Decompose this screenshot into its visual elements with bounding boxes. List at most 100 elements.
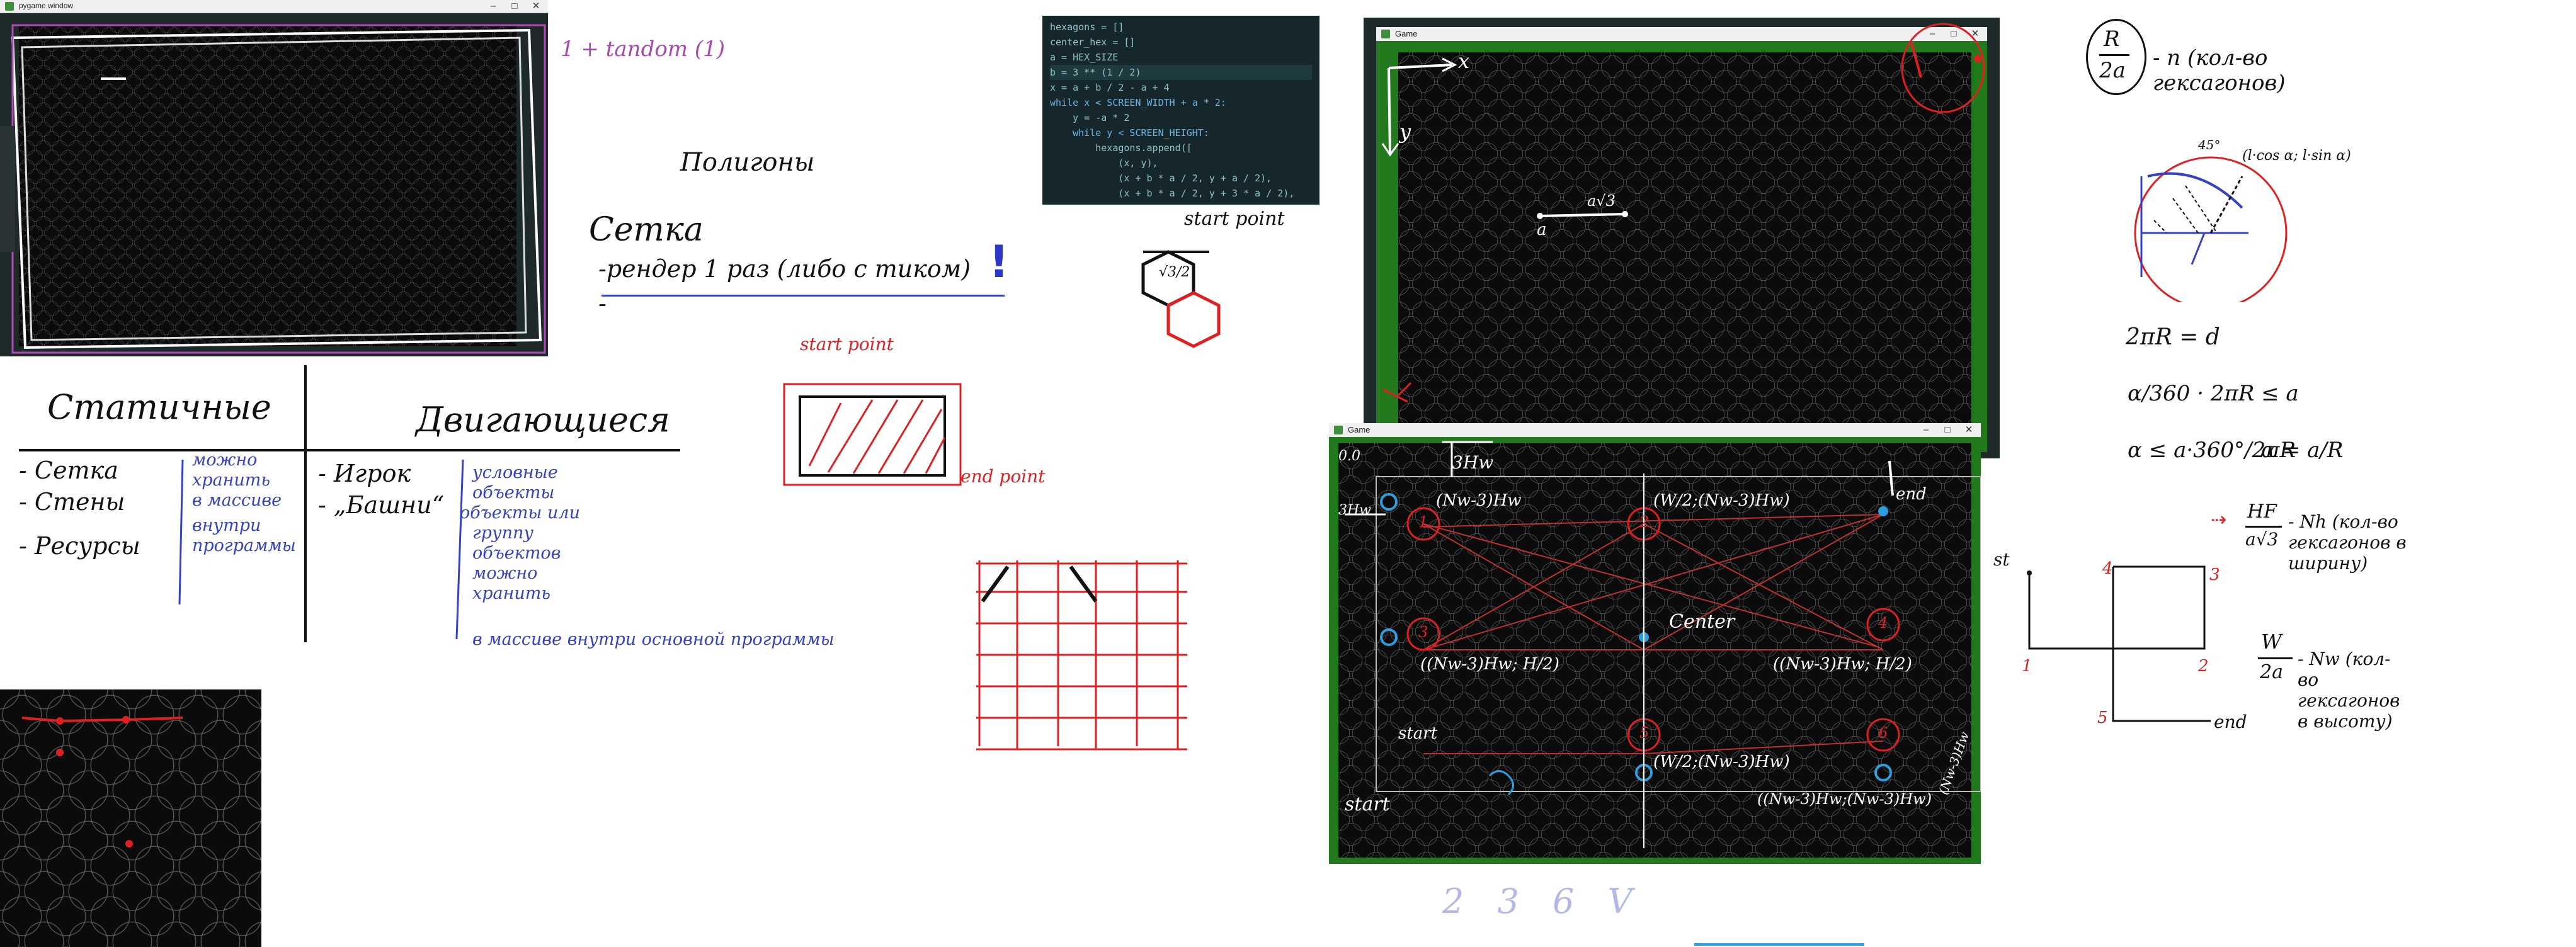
path-num-3: 3 [2209, 565, 2220, 584]
game2-formula-top1: (Nw-3)Hw [1436, 491, 1522, 510]
game2-num-3: 3 [1418, 623, 1428, 641]
minimize-button[interactable]: – [1923, 424, 1929, 435]
rect-end-label: end point [960, 466, 1046, 487]
game2-num-2: 2 [1639, 513, 1650, 531]
game2-formula-bottom-right: ((Nw-3)Hw;(Nw-3)Hw) [1757, 790, 1932, 808]
circle-coords-label: (l·cos α; l·sin α) [2242, 148, 2351, 164]
rect-start-label: start point [800, 334, 894, 354]
ratio-circle [2086, 19, 2146, 95]
dynamic-note: условные объекты объекты или группу объе… [460, 463, 580, 604]
code-line: while y < SCREEN_HEIGHT: [1050, 127, 1209, 139]
game2-formula-left: ((Nw-3)Hw; H/2) [1420, 655, 1559, 674]
table-lines [19, 365, 680, 642]
game2-h3-left: 3Hw [1338, 502, 1372, 518]
left-game-window: pygame window – □ ✕ [0, 0, 548, 356]
game2-center: Center [1669, 611, 1735, 633]
equation-2: α/360 · 2πR ≤ a [2128, 381, 2299, 406]
path-num-1: 1 [2022, 657, 2032, 676]
static-note-line: можно [192, 450, 258, 470]
dynamic-item-towers: - „Башни“ [318, 491, 445, 519]
hf-numerator: HF [2247, 501, 2277, 523]
path-end: end [2214, 712, 2247, 732]
dynamic-item-player: - Игрок [318, 460, 411, 487]
game2-end: end [1896, 485, 1927, 504]
dynamic-note-line: объекты или [460, 503, 580, 523]
game2-title: Game [1348, 425, 1371, 434]
close-button[interactable]: ✕ [532, 1, 540, 11]
small-hex-red-marks [21, 716, 183, 848]
equation-3b: α = a/R [2261, 438, 2344, 463]
minimize-button[interactable]: – [490, 1, 496, 11]
code-line: hexagons = [] [1050, 21, 1124, 33]
w-numerator: W [2261, 630, 2282, 654]
grid-note-line2: - [598, 290, 607, 317]
maximize-button[interactable]: □ [1951, 28, 1957, 39]
game2-origin: 0.0 [1338, 448, 1360, 464]
bottom-numbers: 2 3 6 V [1442, 882, 1644, 921]
hf-denominator: a√3 [2245, 529, 2279, 550]
game1-annotations [1381, 23, 1985, 403]
path-st: st [1993, 549, 2010, 570]
game1-title: Game [1395, 29, 1418, 38]
static-item-walls: - Стены [19, 488, 125, 516]
left-hex-grid [19, 25, 516, 346]
static-note-line: в массиве [192, 491, 282, 510]
game2-formula-top2: (W/2;(Nw-3)Hw) [1653, 491, 1790, 510]
close-button[interactable]: ✕ [1971, 28, 1980, 39]
left-window-titlebar: pygame window – □ ✕ [0, 0, 548, 13]
code-line: b = 3 ** (1 / 2) [1050, 65, 1312, 80]
ratio-text: - n (кол-во гексагонов) [2153, 45, 2286, 96]
hex-sketch-frac: √3/2 [1159, 264, 1190, 280]
w-denominator: 2a [2260, 661, 2283, 683]
maximize-button[interactable]: □ [511, 1, 518, 11]
circle-sketch [2134, 156, 2288, 302]
game2-h3: 3Hw [1452, 452, 1494, 473]
static-note-line: внутри [192, 516, 261, 535]
static-note-line: программы [192, 536, 296, 555]
left-white-sketch [11, 24, 546, 354]
game1-a3-label: a√3 [1587, 192, 1616, 210]
close-button[interactable]: ✕ [1964, 424, 1973, 435]
pygame-icon [1381, 30, 1390, 38]
code-line: x = a + b / 2 - a + 4 [1050, 82, 1170, 93]
path-num-2: 2 [2198, 657, 2209, 676]
game2-formula-right: ((Nw-3)Hw; H/2) [1773, 655, 1912, 674]
game2-formula-bottom: (W/2;(Nw-3)Hw) [1653, 752, 1790, 771]
code-line: (x + b * a / 2, y + a / 2), [1050, 173, 1272, 184]
path-num-4: 4 [2102, 559, 2113, 578]
grid-note-underline [601, 295, 1005, 297]
dynamic-note-line: условные [472, 463, 558, 482]
dynamic-note-line: объектов [472, 543, 561, 563]
game1-a-label: a [1537, 220, 1547, 239]
grid-heading: Сетка [589, 211, 704, 249]
path-num-5: 5 [2097, 708, 2108, 727]
static-item-resources: - Ресурсы [19, 532, 140, 560]
dynamic-note-line: хранить [472, 584, 551, 603]
red-grid-sketch [976, 560, 1187, 751]
code-line: center_hex = [] [1050, 37, 1136, 48]
game2-num-6: 6 [1878, 724, 1888, 742]
code-line: hexagons.append([ [1050, 142, 1192, 154]
game2-num-5: 5 [1639, 724, 1650, 742]
maximize-button[interactable]: □ [1944, 424, 1951, 435]
rect-sketch [783, 383, 962, 486]
polygons-heading: Полигоны [680, 148, 815, 177]
hf-text: - Nh (кол-во гексагонов в ширину) [2288, 511, 2407, 574]
exclamation-mark: ! [989, 236, 1009, 288]
small-hex-screenshot [0, 689, 261, 947]
hf-arrow: ⇢ [2211, 509, 2227, 531]
left-code-margin [0, 126, 15, 252]
pygame-icon [5, 2, 14, 11]
code-panel: hexagons = [] center_hex = [] a = HEX_SI… [1042, 16, 1319, 205]
dynamic-note-line: объекты [472, 483, 555, 502]
minimize-button[interactable]: – [1929, 28, 1935, 39]
game2-start2: start [1345, 793, 1390, 815]
code-line: (x, y), [1050, 157, 1158, 169]
w-bar [2258, 657, 2293, 659]
left-window-title: pygame window [19, 1, 74, 10]
table-bottom-note: в массиве внутри основной программы [472, 630, 835, 649]
game2-num-4: 4 [1878, 614, 1888, 632]
circle-angle-label: 45° [2198, 137, 2221, 152]
hf-bar [2245, 526, 2282, 528]
static-header: Статичные [47, 387, 271, 427]
